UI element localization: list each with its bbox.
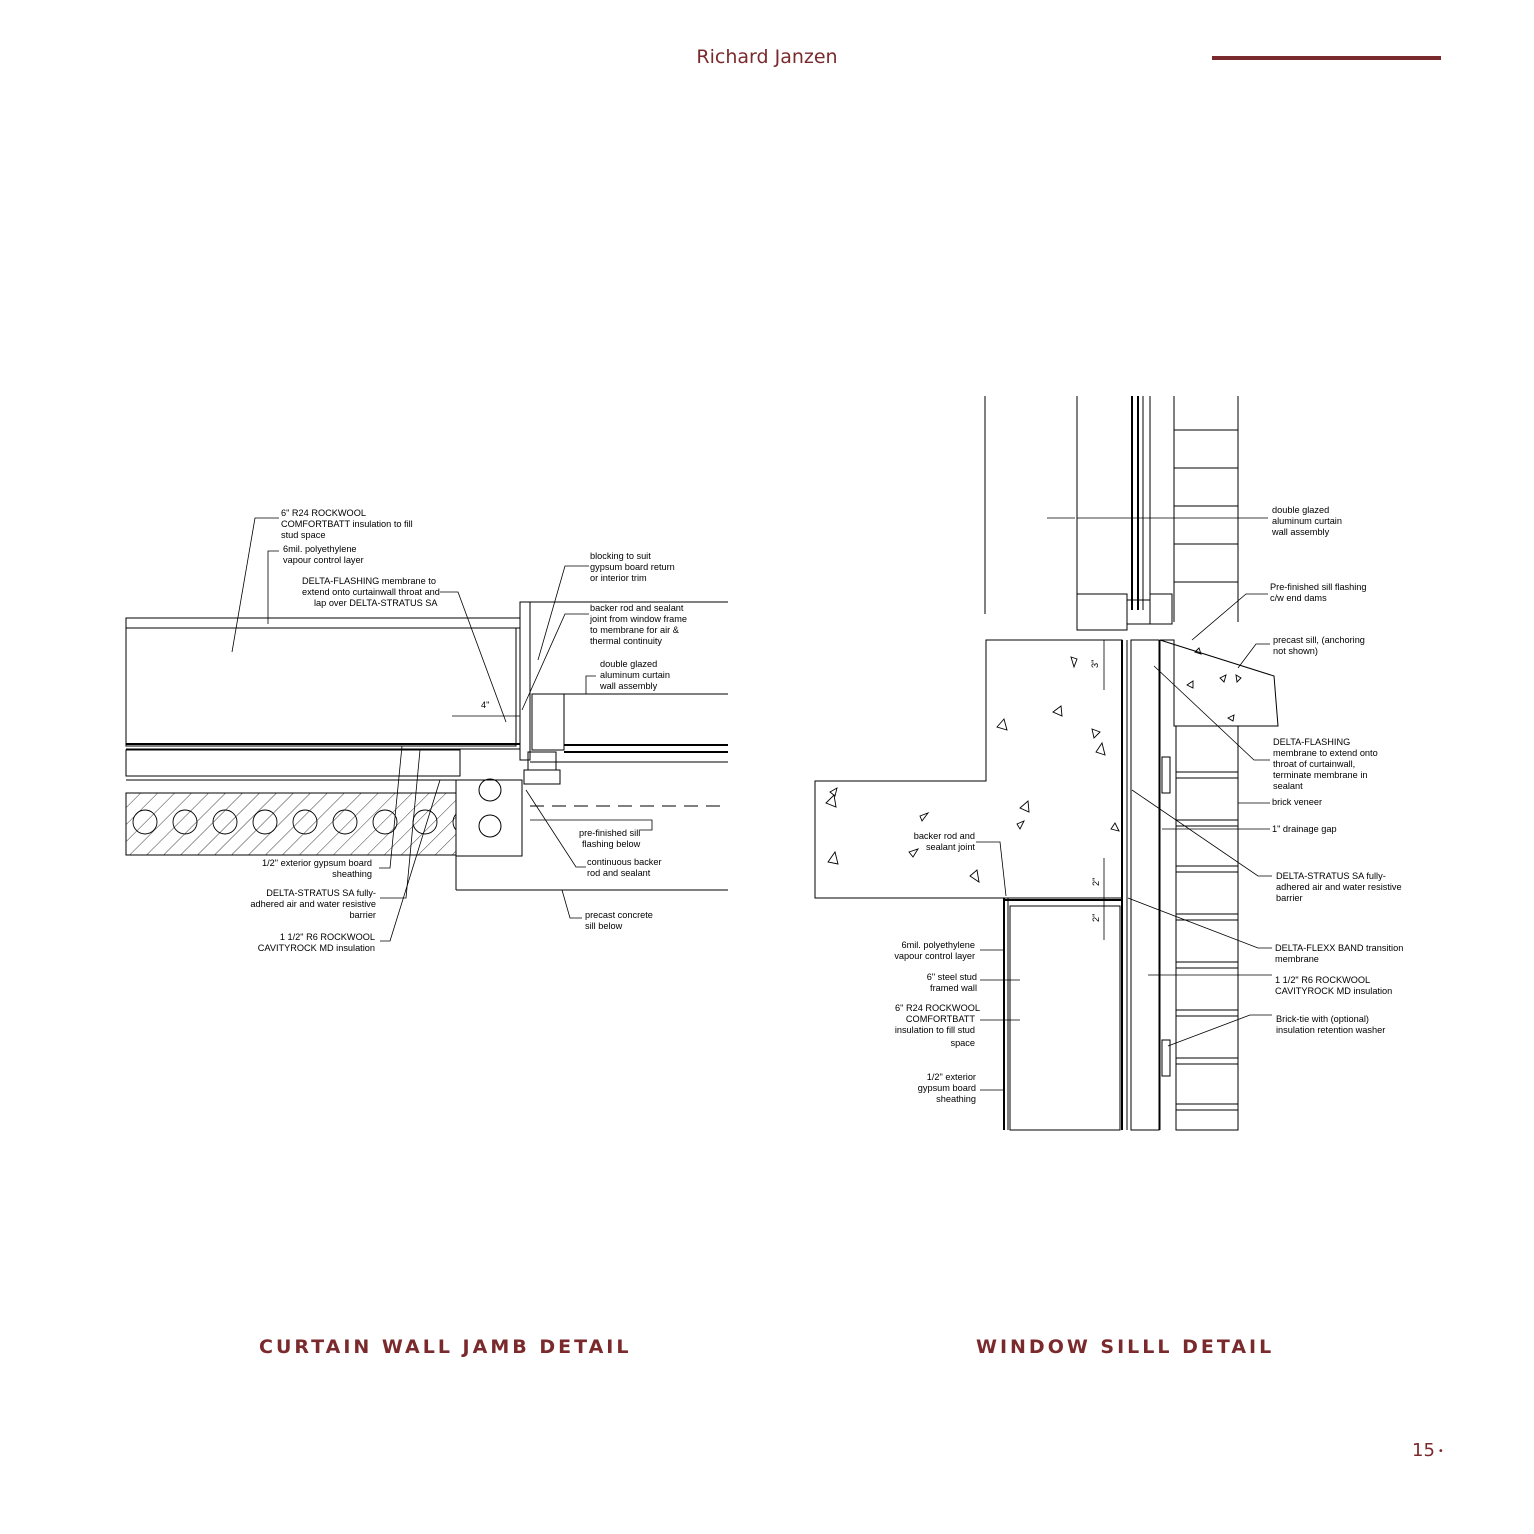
right-stratus-line3: barrier	[1276, 893, 1303, 903]
right-batt-line3: insulation to fill stud	[895, 1025, 975, 1035]
right-stratus-line1: DELTA-STRATUS SA fully-	[1276, 871, 1386, 881]
right-batt-line4: space	[950, 1038, 975, 1048]
curtain-wall-jamb-labels: 6" R24 ROCKWOOL COMFORTBATT insulation t…	[250, 508, 687, 953]
window-sill-drawing: 3" 2" 2"	[814, 396, 1279, 1131]
dim-2a-label: 2"	[1091, 878, 1101, 886]
right-flexx-line1: DELTA-FLEXX BAND transition	[1275, 943, 1403, 953]
right-sillflash-line2: c/w end dams	[1270, 593, 1327, 603]
left-contbacker-line2: rod and sealant	[587, 868, 651, 878]
right-tie-line2: insulation retention washer	[1276, 1025, 1385, 1035]
curtain-wall-jamb-title: CURTAIN WALL JAMB DETAIL	[259, 1336, 632, 1358]
left-gyp-line2: sheathing	[332, 869, 372, 879]
left-stratus-line3: barrier	[349, 910, 376, 920]
right-cavity-line1: 1 1/2" R6 ROCKWOOL	[1275, 975, 1370, 985]
right-glazed-line2: aluminum curtain	[1272, 516, 1342, 526]
left-gyp-line1: 1/2" exterior gypsum board	[262, 858, 372, 868]
window-sill-title: WINDOW SILLL DETAIL	[976, 1336, 1275, 1358]
left-stratus-line2: adhered air and water resistive	[250, 899, 376, 909]
left-backer-line3: to membrane for air &	[590, 625, 679, 635]
page-number-value: 15	[1412, 1440, 1435, 1461]
right-gyp-line2: gypsum board	[918, 1083, 976, 1093]
left-flash-line3: lap over DELTA-STRATUS SA	[314, 598, 438, 608]
right-flexx-line2: membrane	[1275, 954, 1319, 964]
right-flash-line2: membrane to extend onto	[1273, 748, 1378, 758]
left-precast-line1: precast concrete	[585, 910, 653, 920]
right-precast-line1: precast sill, (anchoring	[1273, 635, 1365, 645]
left-sillflash-line1: pre-finished sill	[579, 828, 640, 838]
page-dot: •	[1437, 1445, 1444, 1457]
left-rockwool-line2: COMFORTBATT insulation to fill	[281, 519, 413, 529]
right-stud-line2: framed wall	[930, 983, 977, 993]
right-gap-label: 1" drainage gap	[1272, 824, 1337, 834]
right-batt-line2: COMFORTBATT	[906, 1014, 975, 1024]
right-sillflash-line1: Pre-finished sill flashing	[1270, 582, 1367, 592]
right-poly-line2: vapour control layer	[894, 951, 975, 961]
precast-sill-aggregate	[1186, 647, 1242, 722]
right-stratus-line2: adhered air and water resistive	[1276, 882, 1402, 892]
right-backer-line1: backer rod and	[914, 831, 975, 841]
right-brick-label: brick veneer	[1272, 797, 1322, 807]
left-flash-line2: extend onto curtainwall throat and	[302, 587, 440, 597]
right-glazed-line1: double glazed	[1272, 505, 1329, 515]
header-rule	[1212, 56, 1441, 60]
left-blocking-line3: or interior trim	[590, 573, 647, 583]
left-rockwool-line3: stud space	[281, 530, 325, 540]
right-flash-line3: throat of curtainwall,	[1273, 759, 1355, 769]
right-batt-line1: 6" R24 ROCKWOOL	[895, 1003, 980, 1013]
right-poly-line1: 6mil. polyethylene	[901, 940, 975, 950]
right-flash-line1: DELTA-FLASHING	[1273, 737, 1350, 747]
left-cavity-line2: CAVITYROCK MD insulation	[258, 943, 375, 953]
right-cavity-line2: CAVITYROCK MD insulation	[1275, 986, 1392, 996]
right-precast-line2: not shown)	[1273, 646, 1318, 656]
right-gyp-line3: sheathing	[936, 1094, 976, 1104]
left-poly-line1: 6mil. polyethylene	[283, 544, 357, 554]
left-backer-line4: thermal continuity	[590, 636, 662, 646]
right-stud-line1: 6" steel stud	[927, 972, 977, 982]
left-rockwool-line1: 6" R24 ROCKWOOL	[281, 508, 366, 518]
window-sill-labels: double glazed aluminum curtain wall asse…	[894, 505, 1403, 1104]
dim-3-label: 3"	[1090, 660, 1100, 668]
left-poly-line2: vapour control layer	[283, 555, 364, 565]
left-flash-line1: DELTA-FLASHING membrane to	[302, 576, 436, 586]
right-glazed-line3: wall assembly	[1271, 527, 1330, 537]
left-glazed-line1: double glazed	[600, 659, 657, 669]
upper-brick	[1173, 396, 1239, 622]
left-glazed-line2: aluminum curtain	[600, 670, 670, 680]
left-precast-line2: sill below	[585, 921, 623, 931]
left-backer-line2: joint from window frame	[589, 614, 687, 624]
curtain-wall-jamb-drawing: 4"	[125, 517, 728, 942]
dim-4-label: 4"	[481, 700, 489, 710]
right-flash-line5: sealant	[1273, 781, 1303, 791]
left-cavity-line1: 1 1/2" R6 ROCKWOOL	[280, 932, 375, 942]
right-backer-line2: sealant joint	[926, 842, 975, 852]
left-sillflash-line2: flashing below	[582, 839, 641, 849]
left-blocking-line2: gypsum board return	[590, 562, 675, 572]
left-contbacker-line1: continuous backer	[587, 857, 662, 867]
dim-2b-label: 2"	[1091, 914, 1101, 922]
author-name: Richard Janzen	[696, 46, 838, 68]
right-tie-line1: Brick-tie with (optional)	[1276, 1014, 1369, 1024]
left-blocking-line1: blocking to suit	[590, 551, 651, 561]
brick-joints	[1175, 771, 1239, 1111]
left-stratus-line1: DELTA-STRATUS SA fully-	[266, 888, 376, 898]
right-gyp-line1: 1/2" exterior	[927, 1072, 976, 1082]
page-number: 15•	[1412, 1440, 1444, 1461]
left-glazed-line3: wall assembly	[599, 681, 658, 691]
left-backer-line1: backer rod and sealant	[590, 603, 684, 613]
concrete-aggregate	[825, 656, 1120, 883]
right-flash-line4: terminate membrane in	[1273, 770, 1367, 780]
